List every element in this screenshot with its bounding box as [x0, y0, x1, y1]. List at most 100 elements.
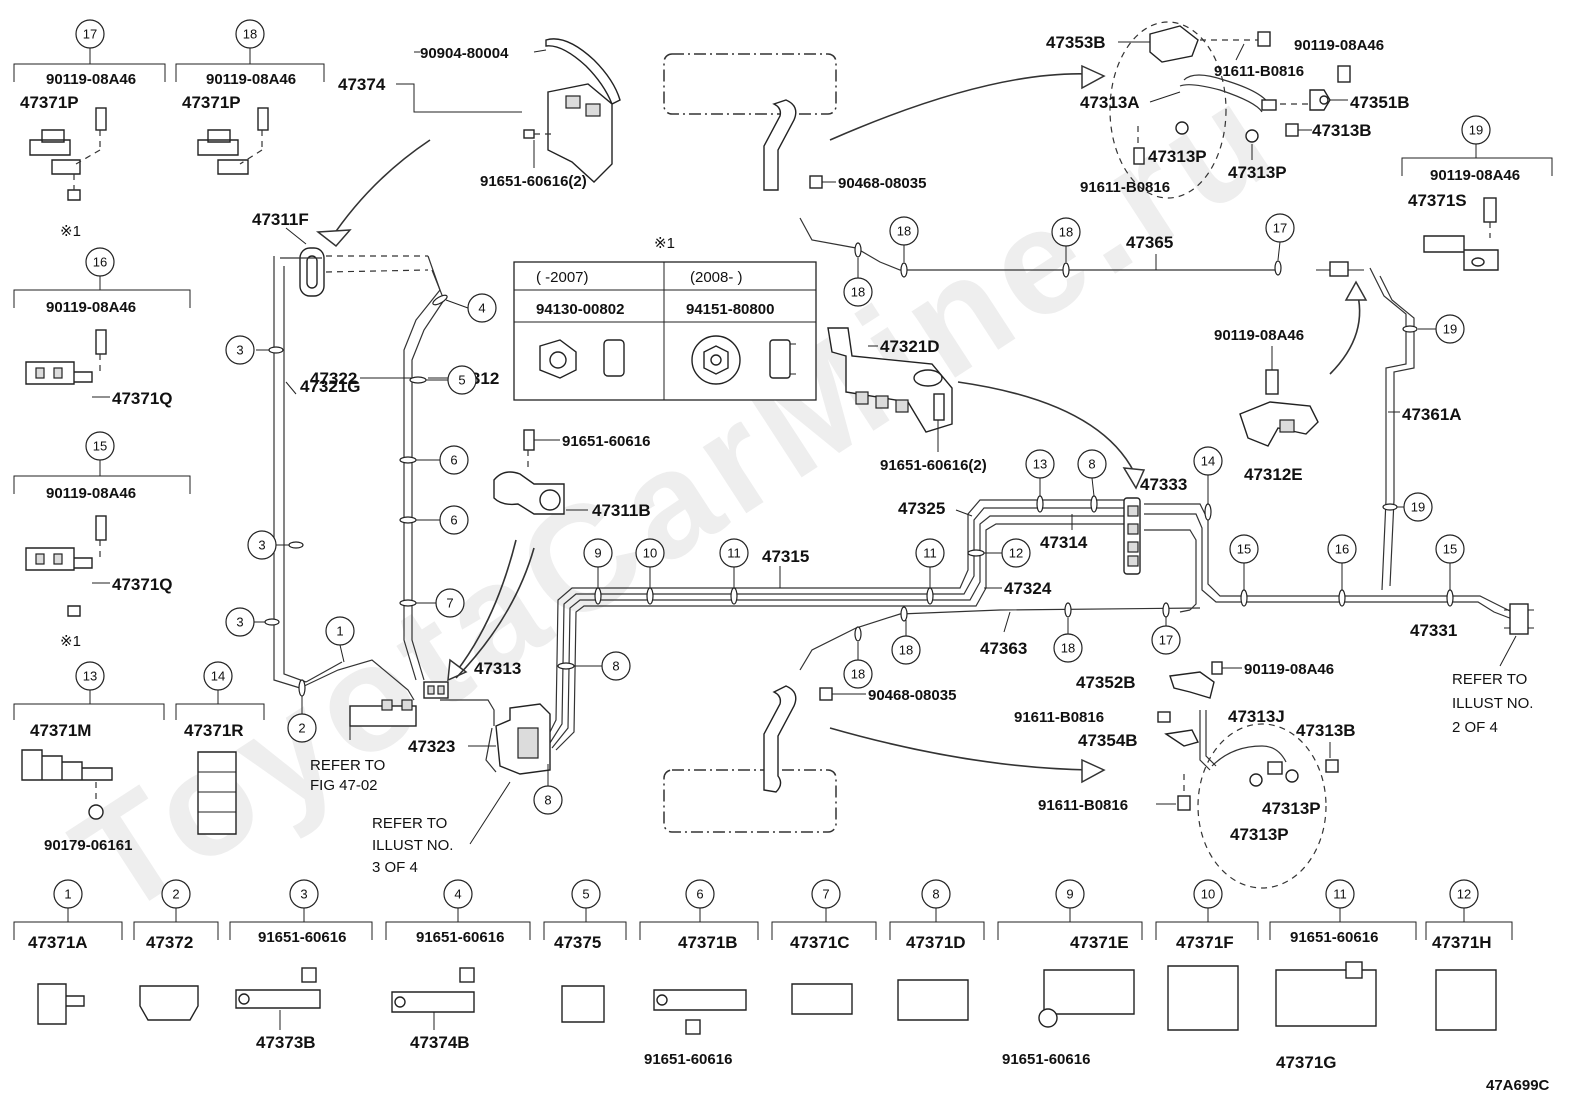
svg-text:47351B: 47351B [1350, 93, 1410, 112]
svg-text:FIG 47-02: FIG 47-02 [310, 777, 378, 794]
svg-text:47315: 47315 [762, 547, 809, 566]
svg-text:18: 18 [897, 224, 911, 239]
callouts-right: 18 18 18 17 19 19 13 8 14 12 9 10 11 11 … [533, 213, 1465, 815]
svg-text:14: 14 [1201, 454, 1215, 469]
svg-text:47322: 47322 [310, 369, 357, 388]
legend-13: 13 47371M 90179-06161 [13, 661, 165, 854]
callouts-left: 3 3 3 2 1 4 5 6 6 7 [225, 293, 497, 743]
svg-text:47323: 47323 [408, 737, 455, 756]
svg-text:91651-60616(2): 91651-60616(2) [480, 173, 587, 190]
brake-lines-center [543, 267, 1521, 751]
svg-text:REFER TO: REFER TO [372, 815, 447, 832]
svg-text:47353B: 47353B [1046, 33, 1106, 52]
svg-text:3: 3 [258, 538, 265, 553]
svg-text:47313P: 47313P [1148, 147, 1207, 166]
svg-text:94151-80800: 94151-80800 [686, 301, 774, 318]
svg-text:94130-00802: 94130-00802 [536, 301, 624, 318]
svg-text:47371A: 47371A [28, 933, 88, 952]
svg-text:18: 18 [243, 27, 257, 42]
svg-text:1: 1 [336, 624, 343, 639]
svg-text:5: 5 [458, 373, 465, 388]
svg-text:47371S: 47371S [1408, 191, 1467, 210]
svg-text:47313B: 47313B [1296, 721, 1356, 740]
part-label: 47371Q [112, 389, 173, 408]
svg-text:13: 13 [1033, 457, 1047, 472]
svg-text:2 OF 4: 2 OF 4 [1452, 719, 1498, 736]
svg-text:8: 8 [932, 887, 939, 902]
svg-text:3 OF 4: 3 OF 4 [372, 859, 418, 876]
illustration-code: 47A699C [1486, 1077, 1550, 1094]
svg-text:90904-80004: 90904-80004 [420, 45, 509, 62]
svg-text:91651-60616: 91651-60616 [562, 433, 650, 450]
top-junction [1316, 261, 1364, 277]
bracket-47312e: 90119-08A46 47312E [1214, 327, 1319, 484]
rear-brake-box-bottom [663, 769, 837, 833]
svg-text:6: 6 [696, 887, 703, 902]
svg-text:8: 8 [612, 659, 619, 674]
svg-text:6: 6 [450, 513, 457, 528]
svg-text:90119-08A46: 90119-08A46 [1294, 37, 1384, 54]
svg-text:3: 3 [236, 343, 243, 358]
svg-text:47313A: 47313A [1080, 93, 1140, 112]
svg-text:91651-60616: 91651-60616 [416, 929, 504, 946]
svg-text:11: 11 [727, 546, 741, 561]
svg-text:91651-60616(2): 91651-60616(2) [880, 457, 987, 474]
arrow-47312e [1329, 287, 1361, 375]
svg-text:47373B: 47373B [256, 1033, 316, 1052]
svg-text:2: 2 [172, 887, 179, 902]
svg-text:47352B: 47352B [1076, 673, 1136, 692]
legend-17: 17 90119-08A46 47371P ※1 [13, 19, 166, 240]
part-label: 47371Q [112, 575, 173, 594]
svg-text:REFER TO: REFER TO [310, 757, 385, 774]
svg-text:6: 6 [450, 453, 457, 468]
svg-text:47313: 47313 [474, 659, 521, 678]
svg-text:47375: 47375 [554, 933, 601, 952]
svg-text:ILLUST NO.: ILLUST NO. [1452, 695, 1533, 712]
arrow-top-right [829, 72, 1091, 141]
part-label: 47371P [182, 93, 241, 112]
svg-text:11: 11 [1333, 887, 1347, 902]
part-label: 47371P [20, 93, 79, 112]
svg-text:90119-08A46: 90119-08A46 [1214, 327, 1304, 344]
detail-bottom-right: 47352B 90119-08A46 91611-B0816 47313J 47… [1014, 661, 1356, 889]
pipe-47321g-group: 47311F 47322 47312 47321G REFER TO FIG 4… [252, 210, 499, 794]
junction-47333: 47333 [1123, 475, 1187, 575]
svg-text:14: 14 [211, 669, 225, 684]
svg-text:7: 7 [446, 596, 453, 611]
arrow-47321d [957, 381, 1135, 473]
svg-text:8: 8 [1088, 457, 1095, 472]
svg-text:47314: 47314 [1040, 533, 1088, 552]
svg-text:91611-B0816: 91611-B0816 [1080, 179, 1170, 196]
nut-label: 90179-06161 [44, 837, 132, 854]
svg-text:4: 4 [454, 887, 461, 902]
svg-text:17: 17 [1273, 221, 1287, 236]
svg-text:1: 1 [64, 887, 71, 902]
svg-text:18: 18 [851, 667, 865, 682]
svg-text:91611-B0816: 91611-B0816 [1038, 797, 1128, 814]
svg-text:47371B: 47371B [678, 933, 738, 952]
svg-text:47374B: 47374B [410, 1033, 470, 1052]
svg-text:9: 9 [594, 546, 601, 561]
part-label: 47371M [30, 721, 91, 740]
connector-47331: 47331 REFER TO ILLUST NO. 2 OF 4 [1410, 603, 1534, 736]
bolt-label: 90119-08A46 [46, 485, 136, 502]
svg-text:90468-08035: 90468-08035 [838, 175, 926, 192]
svg-text:17: 17 [83, 27, 97, 42]
svg-text:3: 3 [300, 887, 307, 902]
bolt-label: 90119-08A46 [46, 71, 136, 88]
svg-text:90119-08A46: 90119-08A46 [1430, 167, 1520, 184]
svg-text:16: 16 [1335, 542, 1349, 557]
legend-18: 18 90119-08A46 47371P [175, 19, 325, 175]
arrow-bottom-right [829, 727, 1091, 771]
legend-14: 14 47371R [175, 661, 265, 835]
svg-text:19: 19 [1443, 322, 1457, 337]
svg-text:10: 10 [1201, 887, 1215, 902]
svg-text:※1: ※1 [654, 235, 675, 252]
svg-text:( -2007): ( -2007) [536, 269, 589, 286]
bottom-legend: 1 47371A 2 47372 3 91651-60616 47373B 4 … [13, 879, 1513, 1072]
svg-text:18: 18 [899, 643, 913, 658]
legend-16: 16 90119-08A46 47371Q [13, 247, 191, 408]
clip-47311b: 91651-60616 47311B [493, 429, 651, 520]
svg-text:47361A: 47361A [1402, 405, 1462, 424]
